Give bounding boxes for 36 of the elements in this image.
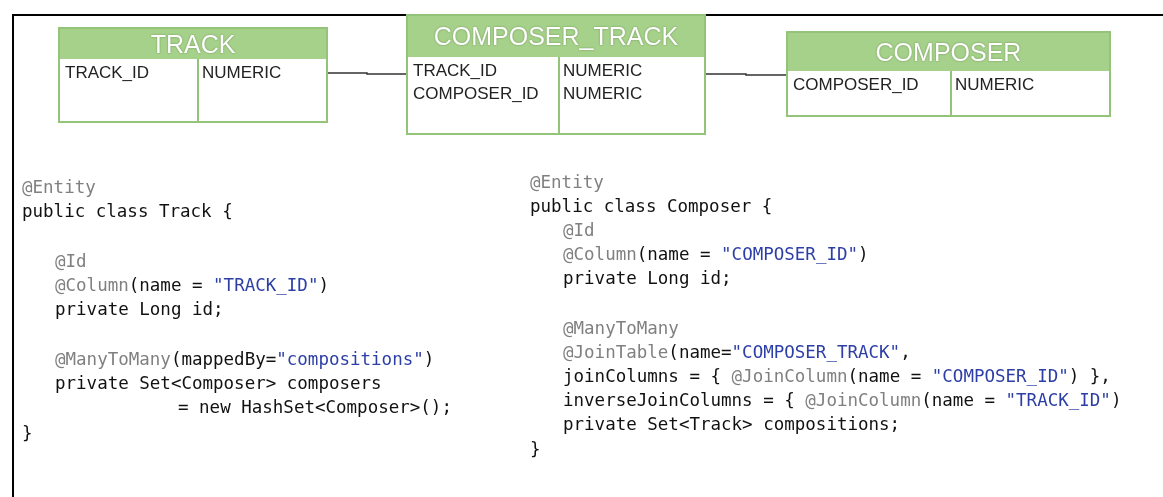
code-line: inverseJoinColumns = { @JoinColumn(name = "TRACK_ID") <box>563 390 1122 410</box>
table-title: COMPOSER <box>788 33 1109 71</box>
column-name: TRACK_ID <box>65 63 150 83</box>
code-line: @Entity <box>530 172 604 192</box>
column-type: NUMERIC <box>202 63 282 83</box>
code-line: @Entity <box>22 177 96 197</box>
code-line: @JoinTable(name="COMPOSER_TRACK", <box>563 342 911 362</box>
table-title: TRACK <box>60 29 326 59</box>
code-line: private Long id; <box>563 268 732 288</box>
code-line: private Set<Track> compositions; <box>563 414 901 434</box>
code-line: @Column(name = "COMPOSER_ID") <box>563 244 869 264</box>
code-line: @Id <box>55 251 87 271</box>
code-line: @Column(name = "TRACK_ID") <box>55 275 329 295</box>
code-line: } <box>530 439 541 459</box>
code-line: @ManyToMany(mappedBy="compositions") <box>55 349 435 369</box>
code-line: joinColumns = { @JoinColumn(name = "COMPOSER_ID") }, <box>563 366 1111 386</box>
code-line: private Long id; <box>55 299 224 319</box>
code-line: @ManyToMany <box>563 318 679 338</box>
column-name: TRACK_ID <box>413 61 498 81</box>
code-line: private Set<Composer> composers <box>55 373 382 393</box>
table-box <box>58 27 328 123</box>
code-line: } <box>22 423 33 443</box>
table-title: COMPOSER_TRACK <box>408 16 704 57</box>
column-name: COMPOSER_ID <box>793 75 919 95</box>
column-type: NUMERIC <box>563 84 643 104</box>
code-line: @Id <box>563 220 595 240</box>
table-box <box>786 31 1111 117</box>
column-type: NUMERIC <box>563 61 643 81</box>
connector-line <box>705 73 787 76</box>
connector-line <box>327 72 407 75</box>
code-line: public class Track { <box>22 201 233 221</box>
code-line: = new HashSet<Composer>(); <box>178 397 452 417</box>
code-line: public class Composer { <box>530 196 773 216</box>
table-box <box>406 14 706 135</box>
column-name: COMPOSER_ID <box>413 84 539 104</box>
column-type: NUMERIC <box>955 75 1035 95</box>
